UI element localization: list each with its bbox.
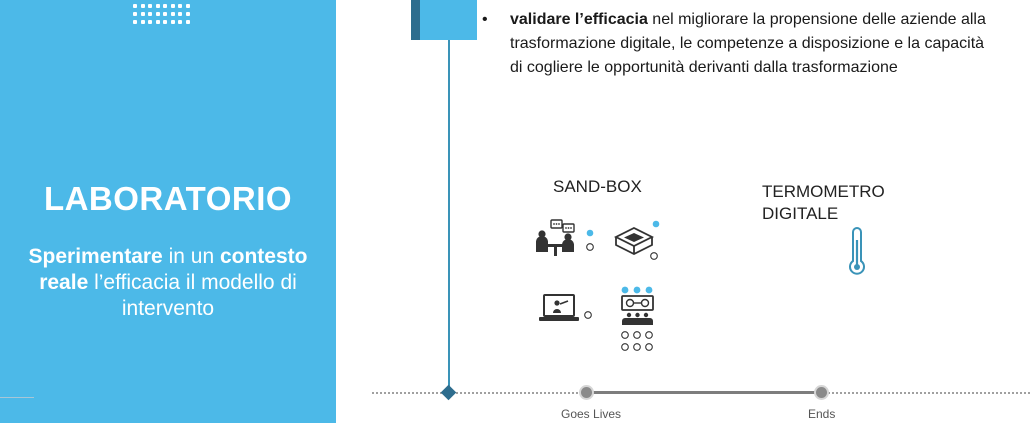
milestone-node-ends[interactable] [816,387,827,398]
status-dot-presentation [584,311,592,319]
laptop-presentation-icon [539,294,579,321]
left-edge-line [0,397,34,398]
thermometer-icon [849,227,865,275]
meeting-people-icon [536,219,575,256]
subtitle-text-2: l’efficacia il modello di intervento [88,271,297,320]
timeline-active-segment [586,391,822,394]
panel-subtitle: Sperimentare in un contesto reale l’effi… [20,244,316,322]
status-dots-box [650,220,660,260]
timeline-vertical-line [448,40,450,392]
bullet-text: validare l’efficacia nel migliorare la p… [510,8,992,80]
bullet-item: • validare l’efficacia nel migliorare la… [482,8,992,80]
bullet-bold: validare l’efficacia [510,11,648,28]
classroom-audience-icon [621,286,654,351]
left-panel: LABORATORIO Sperimentare in un contesto … [0,0,336,423]
bullet-body: nel migliorare la propensione delle azie… [510,11,986,76]
bullet-marker: • [482,11,488,28]
thermometer-label-line-1: TERMOMETRO [762,182,885,201]
timeline-header-box [411,0,477,40]
milestone-label-ends: Ends [808,407,836,421]
timeline-start-marker [440,384,457,401]
subtitle-text-1: in un [162,245,220,268]
panel-title: LABORATORIO [43,180,293,217]
dot-grid-decoration [133,4,191,28]
milestone-node-goes-lives[interactable] [581,387,592,398]
subtitle-bold-sperimentare: Sperimentare [28,245,163,268]
status-dots-meeting [586,229,594,251]
sandbox-box-icon [613,226,655,256]
thermometer-label-line-2: DIGITALE [762,204,839,223]
sandbox-label: SAND-BOX [553,177,642,196]
subtitle-bold-contesto: contesto reale [39,245,308,294]
milestone-label-goes-lives: Goes Lives [561,407,622,421]
